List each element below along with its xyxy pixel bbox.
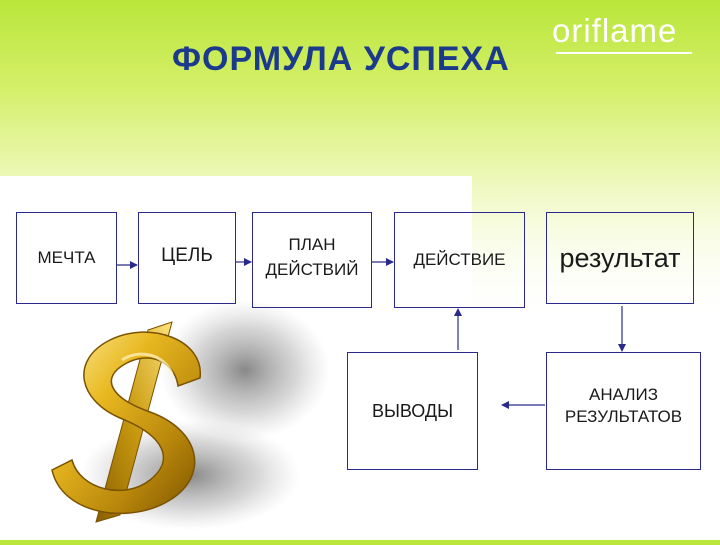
box-results-analysis: АНАЛИЗ РЕЗУЛЬТАТОВ <box>546 352 701 470</box>
box-result: результат <box>546 212 694 304</box>
box-conclusions: ВЫВОДЫ <box>347 352 478 470</box>
box-plan-label-line2: ДЕЙСТВИЙ <box>266 257 359 283</box>
box-analysis-label-line1: АНАЛИЗ <box>565 384 682 406</box>
box-goal: ЦЕЛЬ <box>138 212 236 304</box>
box-analysis-label-line2: РЕЗУЛЬТАТОВ <box>565 406 682 428</box>
box-action: ДЕЙСТВИЕ <box>394 212 525 308</box>
box-goal-label: ЦЕЛЬ <box>161 245 213 267</box>
box-action-label: ДЕЙСТВИЕ <box>413 250 505 270</box>
box-result-label: результат <box>560 243 681 274</box>
box-dream-label: МЕЧТА <box>38 248 96 268</box>
box-plan-label-line1: ПЛАН <box>266 232 359 258</box>
box-action-plan: ПЛАН ДЕЙСТВИЙ <box>252 212 372 308</box>
box-dream: МЕЧТА <box>16 212 117 304</box>
box-conclusions-label: ВЫВОДЫ <box>372 401 453 422</box>
